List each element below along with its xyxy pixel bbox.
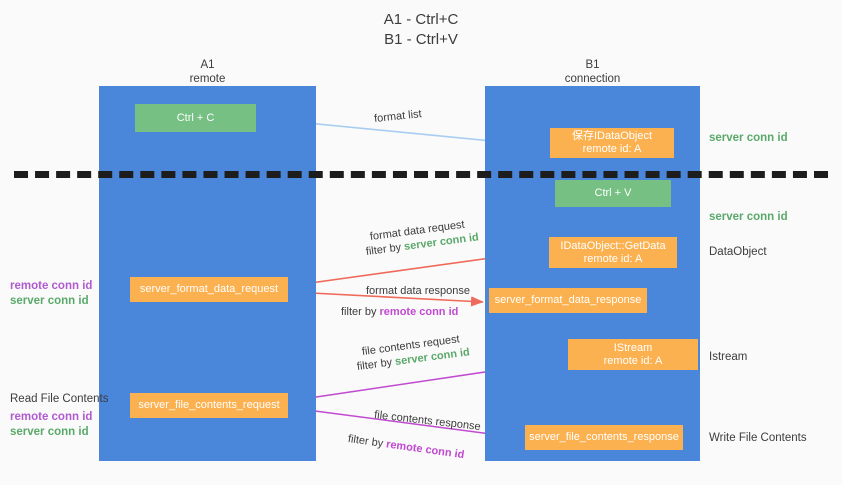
box-server-format-data-request-label: server_format_data_request bbox=[139, 283, 279, 295]
edge-filter-format-data-response-prefix: filter by bbox=[341, 306, 380, 318]
edge-label-format-list-text: format list bbox=[373, 108, 423, 126]
column-header-a1-name: A1 bbox=[200, 59, 215, 71]
label-file-server-conn-id: server conn id bbox=[10, 426, 89, 438]
box-server-file-contents-request-label: server_file_contents_request bbox=[138, 399, 280, 411]
box-istream[interactable]: IStream remote id: A bbox=[568, 339, 698, 370]
edge-filter-format-data-response-target: remote conn id bbox=[379, 306, 459, 318]
edge-filter-file-contents-request-prefix: filter by bbox=[356, 356, 396, 374]
label-format-remote-conn-id: remote conn id bbox=[10, 280, 93, 292]
label-format-server-conn-id: server conn id bbox=[10, 295, 89, 307]
edge-label-format-data-response-text: format data response bbox=[366, 285, 470, 297]
title-line-1: A1 - Ctrl+C bbox=[383, 11, 459, 28]
column-header-b1-name: B1 bbox=[585, 59, 600, 71]
phase-divider-dashed-line bbox=[14, 171, 828, 178]
box-ctrl-v-label: Ctrl + V bbox=[594, 187, 632, 199]
label-write-file-contents: Write File Contents bbox=[709, 432, 807, 444]
edge-filter-file-contents-response-prefix: filter by bbox=[347, 432, 388, 451]
label-server-conn-id-middle: server conn id bbox=[709, 211, 788, 223]
column-header-b1-sub: connection bbox=[564, 73, 621, 85]
label-server-conn-id-top: server conn id bbox=[709, 132, 788, 144]
label-file-remote-conn-id: remote conn id bbox=[10, 411, 93, 423]
box-server-format-data-response-label: server_format_data_response bbox=[494, 294, 642, 306]
box-istream-line2: remote id: A bbox=[603, 354, 663, 367]
column-header-b1: B1 connection bbox=[485, 58, 700, 86]
edge-label-format-data-response: format data response bbox=[366, 284, 470, 299]
box-idataobject-getdata[interactable]: IDataObject::GetData remote id: A bbox=[549, 237, 677, 268]
arrow-file-contents-response bbox=[291, 407, 522, 442]
box-ctrl-v[interactable]: Ctrl + V bbox=[555, 180, 671, 207]
arrow-format-data-response bbox=[291, 291, 484, 307]
box-ctrl-c[interactable]: Ctrl + C bbox=[135, 104, 256, 132]
column-header-a1: A1 remote bbox=[99, 58, 316, 86]
label-dataobject: DataObject bbox=[709, 246, 767, 258]
box-save-idataobject-line2: remote id: A bbox=[582, 143, 642, 155]
box-server-file-contents-response-label: server_file_contents_response bbox=[529, 431, 679, 443]
label-read-file-contents: Read File Contents bbox=[10, 393, 109, 405]
box-server-file-contents-request[interactable]: server_file_contents_request bbox=[130, 393, 288, 418]
box-ctrl-c-label: Ctrl + C bbox=[176, 111, 215, 124]
box-save-idataobject[interactable]: 保存IDataObject remote id: A bbox=[550, 128, 674, 158]
box-istream-line1: IStream bbox=[613, 341, 653, 354]
box-server-file-contents-response[interactable]: server_file_contents_response bbox=[525, 425, 683, 450]
box-save-idataobject-line1: 保存IDataObject bbox=[571, 130, 653, 142]
box-idataobject-getdata-line1: IDataObject::GetData bbox=[560, 239, 666, 252]
page-title: A1 - Ctrl+C B1 - Ctrl+V bbox=[0, 10, 842, 50]
box-server-format-data-request[interactable]: server_format_data_request bbox=[130, 277, 288, 302]
label-istream: Istream bbox=[709, 351, 748, 363]
box-idataobject-getdata-line2: remote id: A bbox=[583, 252, 643, 265]
edge-filter-format-data-response: filter by remote conn id bbox=[341, 305, 458, 320]
title-line-2: B1 - Ctrl+V bbox=[384, 31, 458, 48]
edge-filter-format-data-request-prefix: filter by bbox=[365, 241, 405, 259]
box-server-format-data-response[interactable]: server_format_data_response bbox=[489, 288, 647, 313]
column-header-a1-sub: remote bbox=[189, 73, 226, 85]
